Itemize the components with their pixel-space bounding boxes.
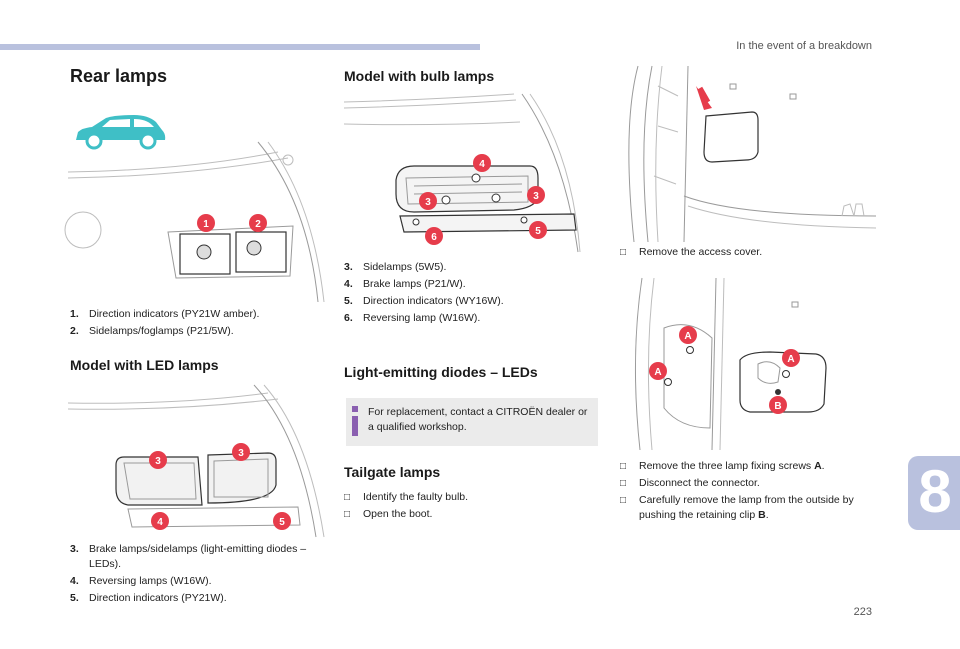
callout-3: 3	[527, 186, 545, 204]
tailgate-steps: □Identify the faulty bulb. □Open the boo…	[344, 490, 594, 524]
svg-text:A: A	[787, 354, 794, 365]
bulb-model-title: Model with bulb lamps	[344, 68, 495, 84]
checkbox-bullet-icon: □	[344, 509, 351, 520]
checkbox-bullet-icon: □	[620, 478, 627, 489]
led-lamps-diagram	[67, 384, 325, 538]
list-item: □Carefully remove the lamp from the outs…	[620, 494, 854, 521]
callout-5: 5	[529, 221, 547, 239]
callout-4: 4	[151, 512, 169, 530]
callout-3: 3	[149, 451, 167, 469]
list-item: □Identify the faulty bulb.	[344, 491, 469, 503]
svg-text:3: 3	[155, 456, 161, 467]
checkbox-bullet-icon: □	[620, 495, 627, 506]
callout-5: 5	[273, 512, 291, 530]
svg-text:2: 2	[255, 219, 261, 230]
lamp-removal-diagram	[634, 277, 827, 451]
list-item: 5.Direction indicators (WY16W).	[344, 295, 504, 307]
callout-a: A	[782, 349, 800, 367]
list-item: □Remove the three lamp fixing screws A.	[620, 460, 825, 472]
led-model-title: Model with LED lamps	[70, 357, 219, 373]
list-item: 3.Sidelamps (5W5).	[344, 261, 447, 273]
page-number: 223	[853, 606, 872, 618]
list-item: 2.Sidelamps/foglamps (P21/5W).	[70, 325, 234, 337]
callout-a: A	[679, 326, 697, 344]
access-cover-diagram	[628, 65, 877, 243]
list-item: 1.Direction indicators (PY21W amber).	[70, 308, 260, 320]
removal-steps: □Remove the three lamp fixing screws A. …	[620, 459, 882, 525]
checkbox-bullet-icon: □	[620, 461, 627, 472]
rear-lamps-title: Rear lamps	[70, 66, 168, 86]
svg-text:3: 3	[238, 448, 244, 459]
info-text: For replacement, contact a CITROËN deale…	[368, 406, 588, 433]
callout-1: 1	[197, 214, 215, 232]
access-steps: □Remove the access cover.	[620, 245, 880, 262]
chapter-tab	[908, 456, 960, 530]
svg-text:A: A	[654, 367, 661, 378]
list-item: □Open the boot.	[344, 508, 433, 520]
rear-lamps-diagram	[64, 141, 325, 303]
list-item: 3.Brake lamps/sidelamps (light-emitting …	[70, 543, 307, 570]
svg-text:B: B	[774, 401, 781, 412]
svg-text:A: A	[684, 331, 691, 342]
list-item: 4.Reversing lamps (W16W).	[70, 575, 212, 587]
callout-b: B	[769, 396, 787, 414]
bulb-lamps-list: 3.Sidelamps (5W5). 4.Brake lamps (P21/W)…	[344, 260, 594, 328]
svg-text:3: 3	[425, 197, 431, 208]
list-item: 5.Direction indicators (PY21W).	[70, 592, 227, 604]
info-box: For replacement, contact a CITROËN deale…	[346, 398, 598, 446]
checkbox-bullet-icon: □	[620, 247, 627, 258]
svg-text:4: 4	[479, 159, 485, 170]
callout-4: 4	[473, 154, 491, 172]
checkbox-bullet-icon: □	[344, 492, 351, 503]
list-item: 6.Reversing lamp (W16W).	[344, 312, 481, 324]
callout-6: 6	[425, 227, 443, 245]
svg-text:6: 6	[431, 232, 437, 243]
svg-text:5: 5	[279, 517, 285, 528]
svg-text:3: 3	[533, 191, 539, 202]
list-item: □Remove the access cover.	[620, 246, 763, 258]
section-title: In the event of a breakdown	[736, 40, 872, 52]
callout-3: 3	[232, 443, 250, 461]
chapter-number: 8	[918, 458, 952, 525]
svg-text:4: 4	[157, 517, 163, 528]
car-icon	[76, 115, 166, 150]
tailgate-title: Tailgate lamps	[344, 464, 441, 480]
led-lamps-list: 3.Brake lamps/sidelamps (light-emitting …	[70, 542, 320, 608]
list-item: 4.Brake lamps (P21/W).	[344, 278, 466, 290]
svg-text:1: 1	[203, 219, 209, 230]
list-item: □Disconnect the connector.	[620, 477, 760, 489]
leds-title: Light-emitting diodes – LEDs	[344, 364, 538, 380]
info-icon	[352, 406, 358, 436]
callout-3: 3	[419, 192, 437, 210]
svg-text:5: 5	[535, 226, 541, 237]
callout-2: 2	[249, 214, 267, 232]
callout-a: A	[649, 362, 667, 380]
header-color-band	[0, 44, 480, 50]
rear-lamps-list: 1.Direction indicators (PY21W amber). 2.…	[70, 307, 320, 341]
